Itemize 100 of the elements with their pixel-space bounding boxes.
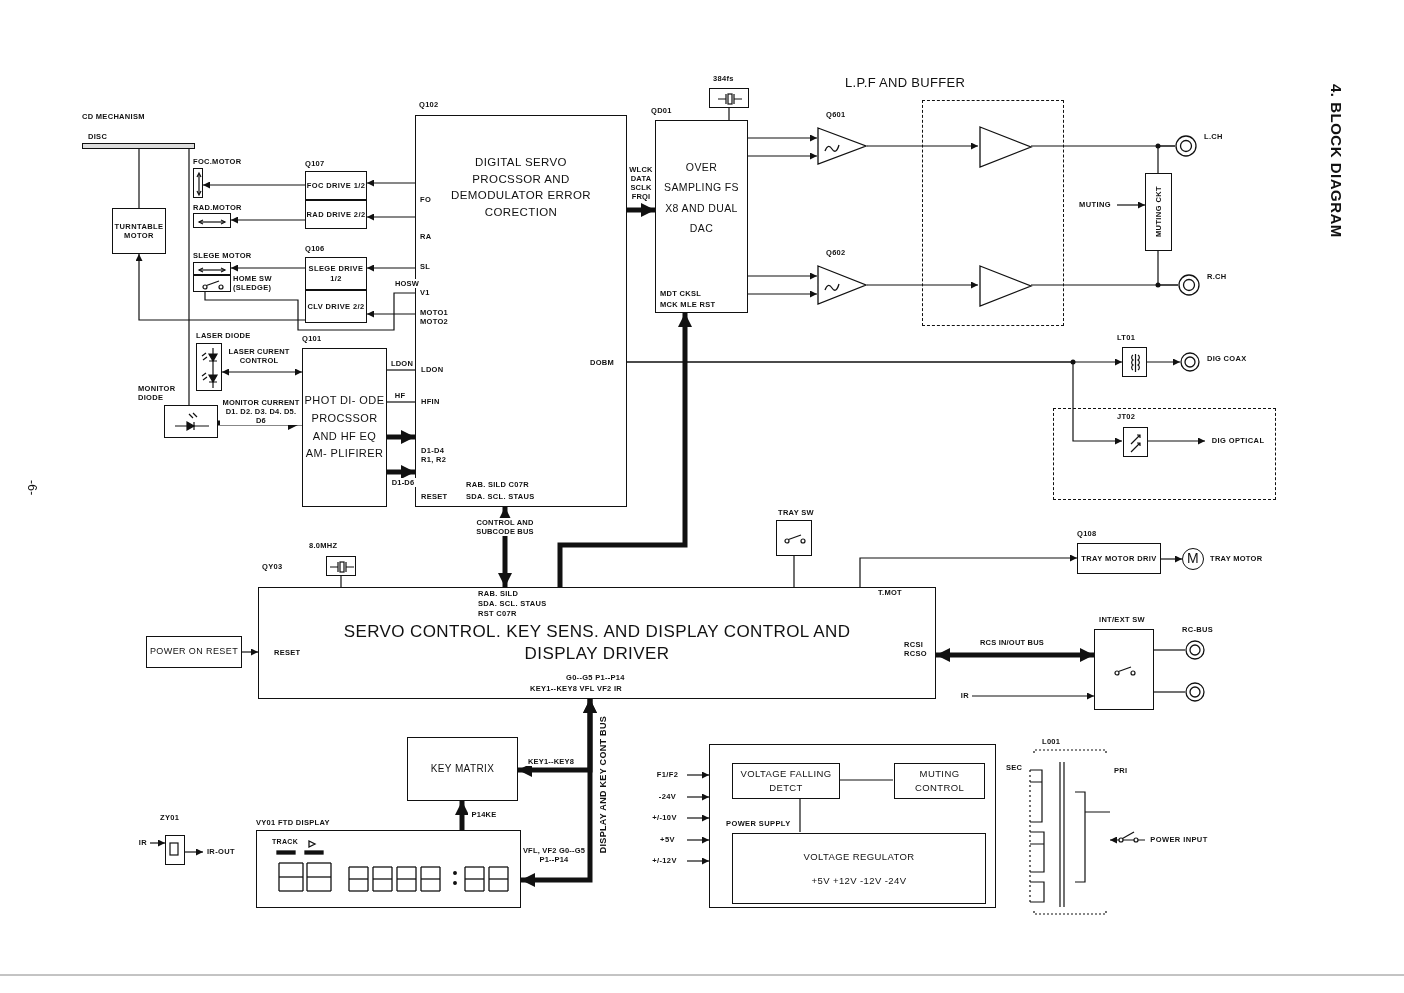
section-heading: L.P.F AND BUFFER (845, 75, 967, 92)
arrow (366, 310, 416, 318)
block-box (1122, 347, 1147, 377)
block-box (732, 833, 986, 904)
block-box (1077, 543, 1161, 574)
block-text: MUTING CONTROL (913, 766, 966, 795)
block-box (732, 763, 840, 799)
filter-triangle (817, 127, 867, 165)
arrow (366, 264, 416, 272)
block-text: VOLTAGE FALLING DETCT (739, 766, 833, 795)
block-box (305, 171, 367, 200)
connector-line (204, 291, 416, 331)
block-box (193, 262, 231, 275)
arrow (859, 554, 1078, 588)
connector-line (340, 575, 342, 588)
arrow (221, 368, 303, 376)
block-text: VOLTAGE REGULATOR (803, 850, 915, 863)
arrow (626, 361, 1123, 445)
connector-line (728, 107, 730, 121)
arrow (135, 253, 306, 321)
arrow (1146, 437, 1206, 445)
jack-connector (1185, 682, 1205, 702)
block-box (164, 405, 218, 438)
arrow (686, 793, 710, 801)
block-text: M (1186, 550, 1200, 568)
block-box (305, 257, 367, 290)
connector-line (1157, 145, 1176, 174)
filter-triangle (817, 265, 867, 305)
arrow (866, 281, 979, 289)
transformer-drawing (1030, 752, 1110, 912)
arrow (866, 142, 979, 150)
jack-connector (1178, 274, 1200, 296)
bus-label: DISPLAY AND KEY CONT BUS (598, 716, 609, 854)
block-box (1123, 427, 1148, 457)
jack-connector (1185, 640, 1205, 660)
arrow (366, 213, 416, 221)
block-box (1145, 173, 1172, 251)
jack-connector (1175, 135, 1197, 157)
block-box (709, 88, 749, 108)
amplifier-triangle (979, 265, 1032, 307)
block-box (407, 737, 518, 801)
block-box (258, 587, 936, 699)
block-box (326, 556, 356, 576)
dashed-region (922, 100, 1064, 326)
arrow (241, 648, 259, 656)
block-box (305, 200, 367, 229)
connector-line (799, 797, 801, 833)
arrow (1116, 201, 1146, 209)
block-text: POWER ON RESET (149, 646, 239, 658)
connector-line (838, 779, 894, 781)
dashed-region (1053, 408, 1276, 500)
arrow (686, 771, 710, 779)
arrow (1146, 358, 1181, 366)
block-box (196, 343, 222, 391)
connector-line (386, 401, 416, 403)
arrow (936, 648, 1094, 662)
connector-line (138, 148, 140, 209)
arrow (747, 152, 818, 160)
block-text: PHOT DI- ODE PROCSSOR AND HF EQ AM- PLIFIRER (304, 393, 385, 462)
block-text: +5V +12V -12V -24V (811, 874, 907, 887)
arrow (971, 692, 1095, 700)
arrow (686, 857, 710, 865)
disc-bar (82, 143, 195, 149)
arrow (686, 836, 710, 844)
block-box (193, 275, 231, 292)
block-text: OVER SAMPLING FS X8 AND DUAL DAC (663, 160, 740, 237)
arrow (747, 272, 818, 280)
arrow (557, 313, 692, 587)
block-box (302, 348, 387, 507)
arrow (230, 264, 306, 272)
block-box (112, 208, 166, 254)
page-title: 4. BLOCK DIAGRAM (1328, 84, 1345, 238)
arrow (455, 801, 469, 830)
block-box (1094, 629, 1154, 710)
arrow (747, 134, 818, 142)
block-box (165, 835, 185, 865)
arrow (747, 290, 818, 298)
arrow (230, 216, 306, 224)
amplifier-triangle (979, 126, 1032, 168)
arrow (366, 179, 416, 187)
block-box (256, 830, 521, 908)
arrow (627, 203, 655, 217)
block-text: KEY MATRIX (430, 762, 495, 776)
arrow (686, 814, 710, 822)
page-number: -6- (24, 480, 39, 496)
block-box (146, 636, 242, 668)
connector-line (1157, 250, 1179, 286)
block-box (305, 290, 367, 323)
arrow (387, 430, 415, 444)
arrow (521, 699, 597, 887)
connector-line (1153, 691, 1186, 693)
arrow (1160, 555, 1183, 563)
arrow (202, 181, 306, 189)
block-text: SERVO CONTROL. KEY SENS. AND DISPLAY CONTROL AND DISPLAY DRIVER (342, 620, 852, 665)
block-text: DIGITAL SERVO PROCSSOR AND DEMODULATOR ERROR CORECTION (450, 155, 592, 220)
connector-line (793, 555, 795, 588)
jack-connector (1180, 352, 1200, 372)
arrow (149, 839, 166, 847)
connector-line (188, 148, 190, 406)
arrow (1109, 836, 1146, 844)
